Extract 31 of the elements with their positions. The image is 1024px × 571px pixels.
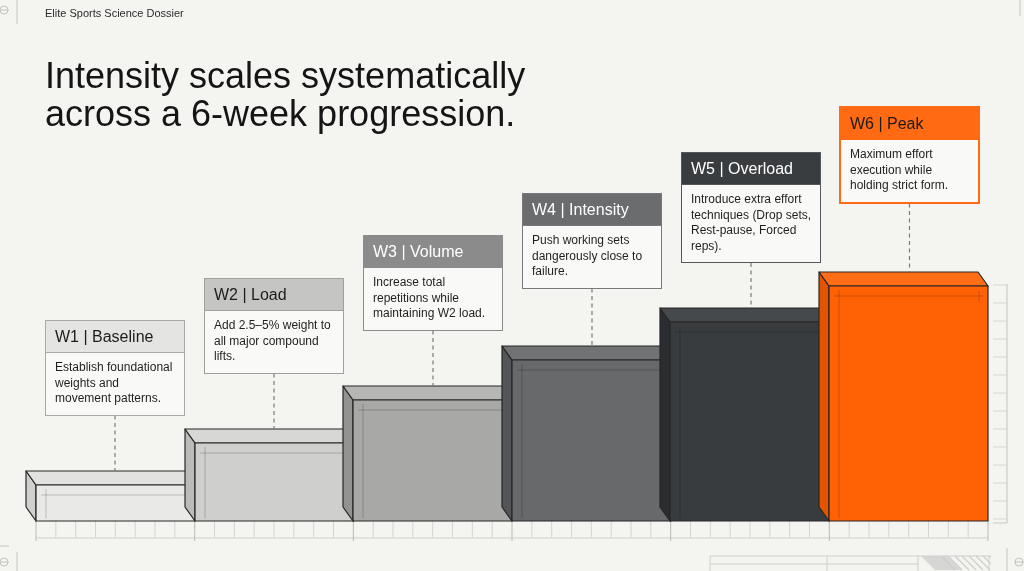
leader-line [114, 414, 116, 472]
step-block [25, 470, 196, 522]
callout-text: Introduce extra effort techniques (Drop sets, Rest-pause, Forced reps). [690, 191, 813, 255]
callout-heading: W4 | Intensity [523, 194, 661, 226]
page-title: Intensity scales systematically across a 6-week progression. [45, 57, 527, 133]
callout-text: Push working sets dangerously close to failure. [531, 232, 644, 280]
callout-box [681, 152, 821, 263]
callout-heading: W6 | Peak [841, 108, 978, 140]
leader-line [273, 372, 275, 430]
step-block [184, 428, 355, 522]
step-block [659, 307, 830, 522]
callout-text: Add 2.5–5% weight to all major compound lifts. [213, 317, 332, 365]
callout-heading: W3 | Volume [364, 236, 502, 268]
callout-text: Maximum effort execution while holding strict form. [849, 146, 950, 194]
leader-line [591, 287, 593, 347]
callout-heading: W1 | Baseline [46, 321, 184, 353]
callout-heading: W5 | Overload [682, 153, 820, 185]
callout-box [45, 320, 185, 416]
callout-text: Increase total repetitions while maintaining W2 load. [372, 274, 487, 322]
callout-box [522, 193, 662, 289]
step-block [501, 345, 672, 522]
callout-box [204, 278, 344, 374]
callout-box [839, 106, 980, 204]
leader-line [908, 202, 911, 273]
header-label: Elite Sports Science Dossier [45, 6, 184, 20]
callout-text: Establish foundational weights and movement patterns. [54, 359, 174, 407]
step-block [342, 385, 513, 522]
callout-heading: W2 | Load [205, 279, 343, 311]
leader-line [432, 329, 434, 387]
step-block [818, 271, 989, 522]
callout-box [363, 235, 503, 331]
